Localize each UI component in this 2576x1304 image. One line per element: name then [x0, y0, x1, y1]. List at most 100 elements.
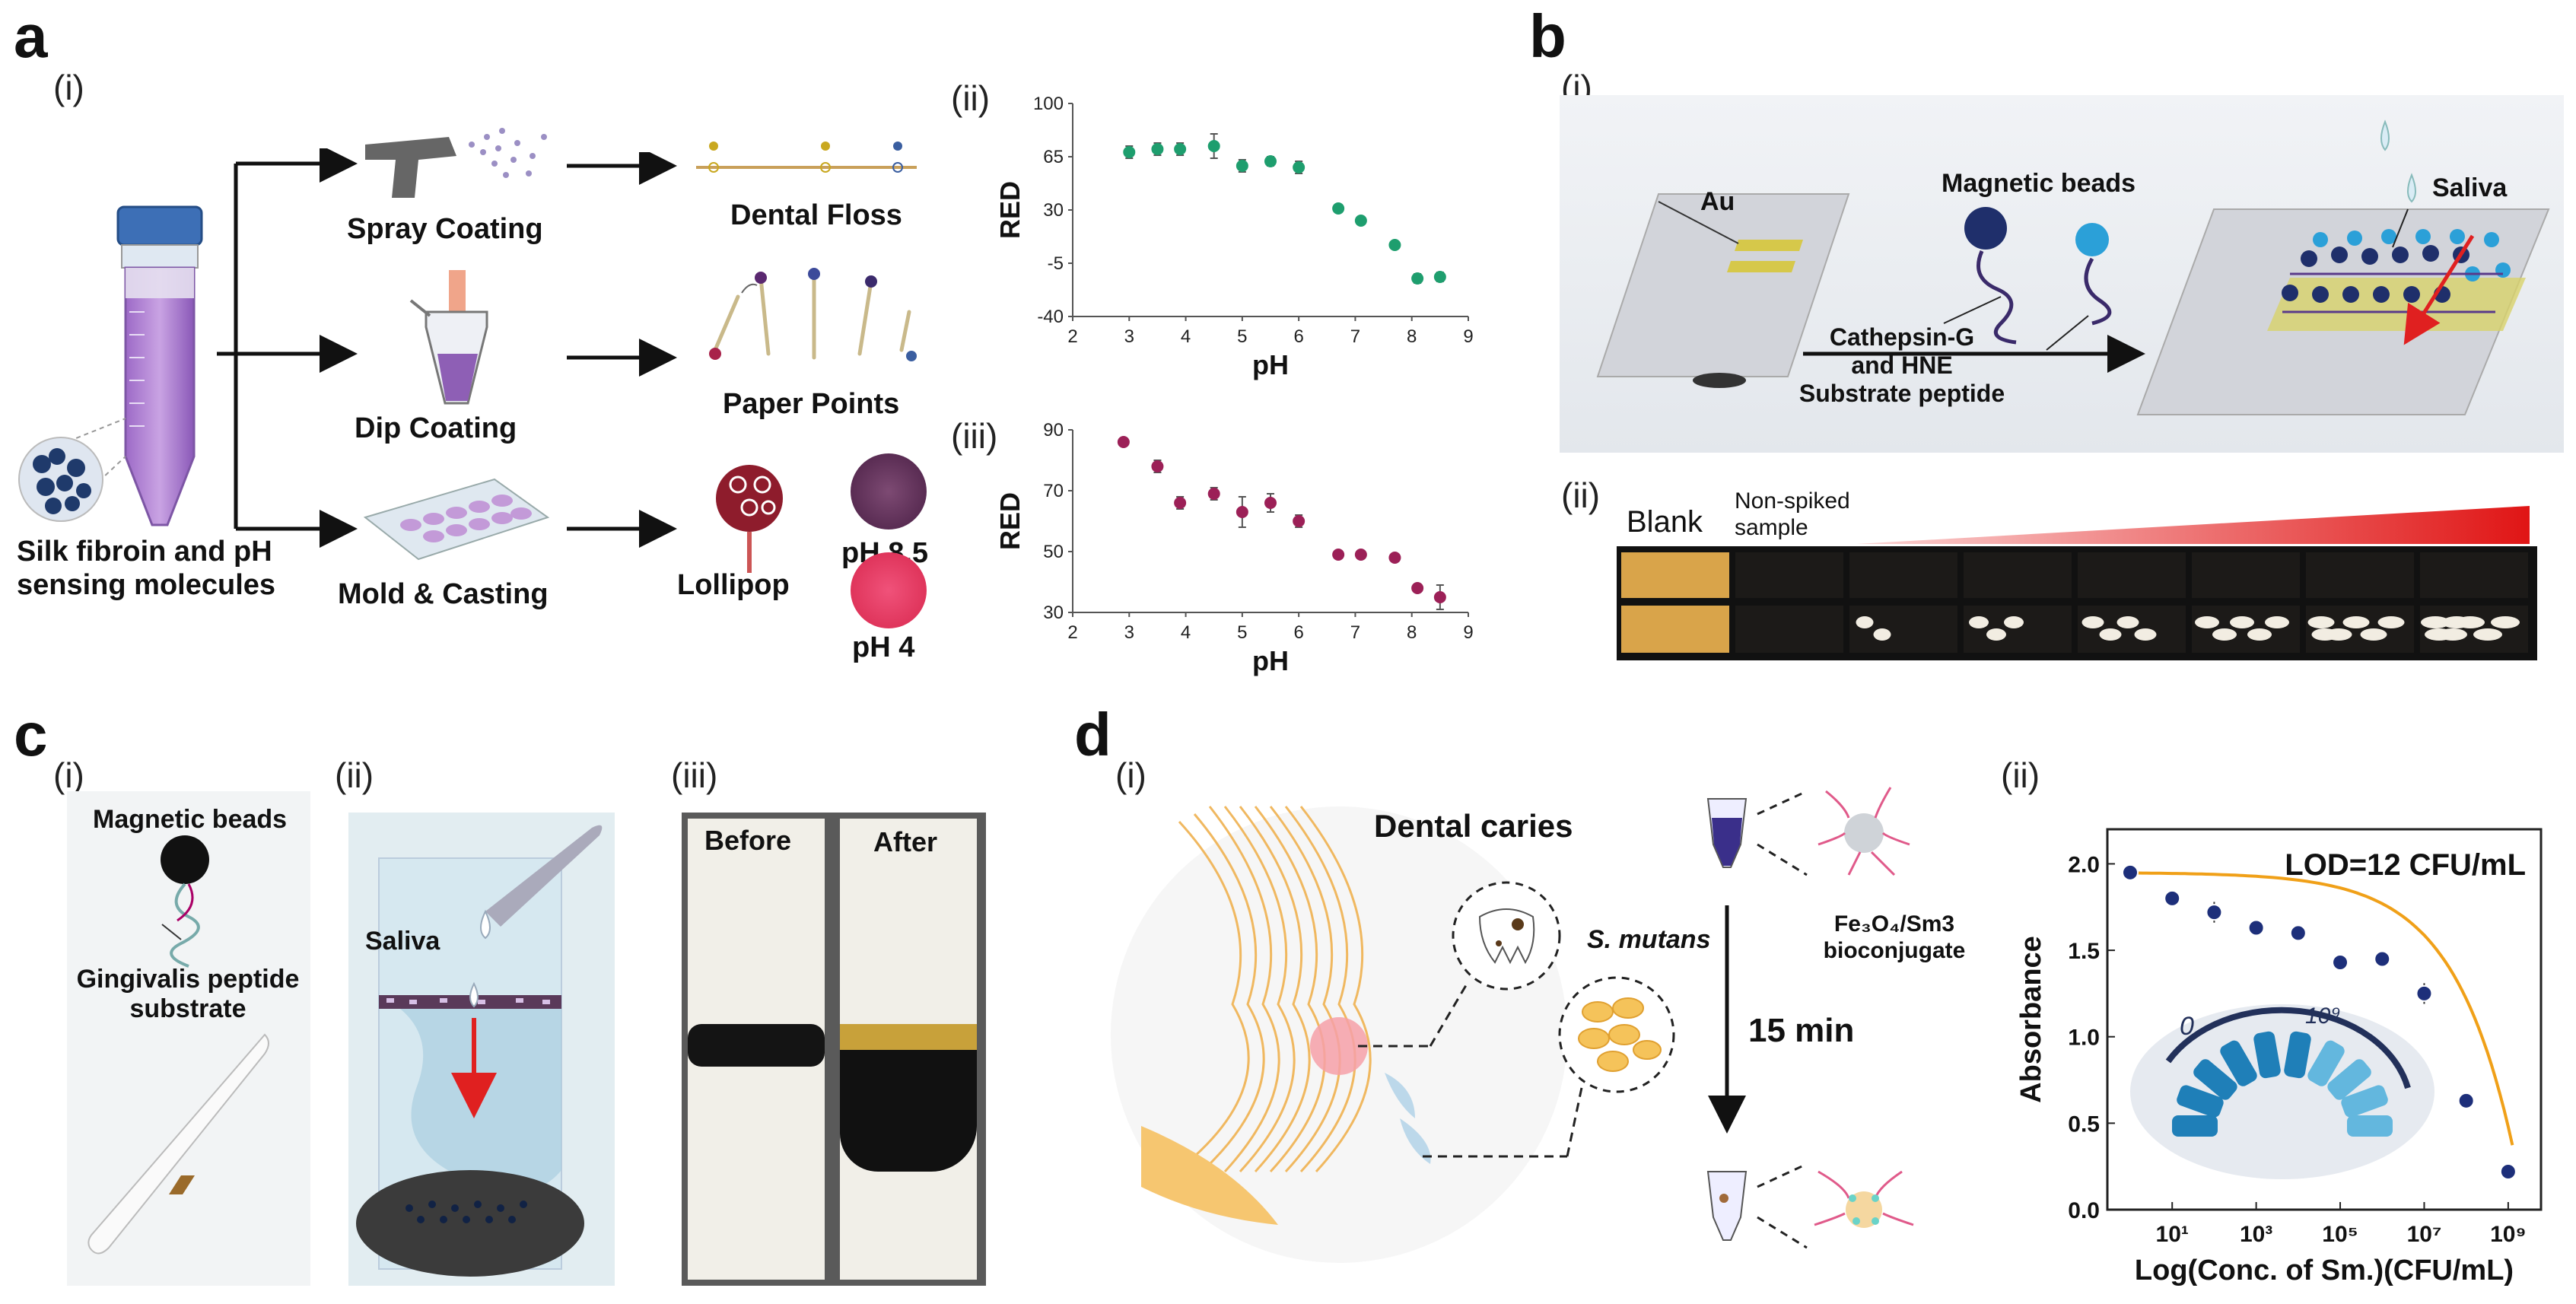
- x-tick-label: 2: [1067, 326, 1077, 347]
- lollipop-icon: [716, 465, 783, 573]
- y-tick-label: 70: [1043, 481, 1064, 501]
- data-point: [1293, 515, 1305, 527]
- x-tick-label: 10⁷: [2407, 1222, 2442, 1247]
- blank-label: Blank: [1627, 505, 1703, 539]
- method-spray: Spray Coating: [347, 213, 543, 245]
- method-dip: Dip Coating: [355, 412, 517, 444]
- au-label: Au: [1700, 187, 1735, 216]
- y-tick-label: 90: [1043, 420, 1064, 440]
- data-point: [1411, 272, 1424, 285]
- data-point: [1293, 161, 1305, 173]
- x-tick-label: 7: [1350, 326, 1360, 347]
- data-point: [1354, 549, 1367, 561]
- data-point: [1433, 271, 1446, 283]
- strip-bright-spot: [2442, 616, 2471, 628]
- before-strip: [688, 819, 825, 1280]
- y-tick-label: 30: [1043, 603, 1064, 623]
- panel-a-ii-label: (ii): [951, 78, 991, 118]
- strip-cell-top: [1849, 552, 1957, 598]
- product-arrows: [567, 152, 677, 548]
- x-tick-label: 7: [1350, 622, 1360, 643]
- data-point: [2247, 919, 2265, 937]
- panel-a-iii-label: (iii): [951, 416, 998, 456]
- data-point: [2332, 954, 2349, 971]
- ph-4-swatch: [851, 552, 927, 628]
- inset-tube: [2172, 1115, 2218, 1137]
- x-tick-label: 8: [1407, 326, 1417, 347]
- x-tick-label: 10³: [2240, 1222, 2272, 1247]
- data-point: [1207, 488, 1220, 500]
- x-tick-label: 10⁵: [2322, 1222, 2358, 1247]
- y-tick-label: 50: [1043, 542, 1064, 562]
- strip-bright-spot: [2247, 628, 2272, 641]
- dental-caries-label: Dental caries: [1374, 808, 1573, 844]
- panel-c-ii-illustration: [356, 825, 603, 1277]
- strip-bright-spot: [1873, 628, 1891, 641]
- after-label: After: [873, 826, 938, 857]
- strip-bright-spot: [2342, 616, 2370, 628]
- data-point: [1236, 506, 1248, 518]
- x-axis-title: Log(Conc. of Sm.)(CFU/mL): [2135, 1255, 2514, 1287]
- y-tick-label: 1.5: [2068, 939, 2100, 964]
- strip-cell-top: [1735, 552, 1843, 598]
- x-tick-label: 4: [1181, 622, 1191, 643]
- data-point: [1332, 202, 1345, 215]
- strip-bright-spot: [2195, 616, 2219, 628]
- strip-cell-bottom: [1964, 606, 2072, 653]
- y-axis-title: RED: [994, 181, 1026, 239]
- data-point: [1236, 160, 1248, 172]
- inset-tube: [2347, 1115, 2393, 1137]
- inset-tube: [2307, 1040, 2345, 1086]
- product-floss: Dental Floss: [730, 199, 902, 231]
- y-tick-label: 100: [1033, 94, 1064, 114]
- x-tick-label: 9: [1463, 622, 1473, 643]
- panel-c-iii-label: (iii): [671, 755, 718, 795]
- inset-tube: [2220, 1040, 2257, 1086]
- data-point: [2374, 950, 2391, 968]
- lod-label: LOD=12 CFU/mL: [2285, 848, 2526, 882]
- strip-cell-top: [1621, 552, 1729, 598]
- panel-d-i-illustration: [1111, 787, 1914, 1263]
- panel-b-ii-label: (ii): [1561, 475, 1601, 515]
- product-lollipop: Lollipop: [677, 569, 790, 601]
- data-point: [1332, 549, 1345, 561]
- x-tick-label: 9: [1463, 326, 1473, 347]
- bioconjugate-line1: Fe₃O₄/Sm3: [1833, 911, 1955, 937]
- data-point: [2415, 984, 2433, 1002]
- ph-4-label: pH 4: [852, 631, 915, 663]
- x-tick-label: 3: [1124, 622, 1134, 643]
- panel-a-letter: a: [14, 2, 48, 70]
- inset-end-label: 10⁹: [2305, 1003, 2341, 1029]
- inset-tube: [2327, 1059, 2371, 1100]
- panel-b-i-illustration: [1596, 119, 2550, 415]
- strip-cell-top: [2420, 552, 2528, 598]
- inset-tube: [2177, 1085, 2224, 1118]
- strip-bright-spot: [2004, 616, 2024, 628]
- strip-bright-spot: [2425, 628, 2454, 641]
- magnetic-beads-label-c: Magnetic beads: [93, 805, 288, 834]
- after-strip: [840, 819, 977, 1280]
- x-axis-title: pH: [1252, 349, 1289, 380]
- inset-tube: [2253, 1031, 2281, 1079]
- strip-bright-spot: [2377, 616, 2405, 628]
- strip-bright-spot: [1986, 628, 2006, 641]
- data-point: [1411, 582, 1424, 594]
- data-point: [1174, 497, 1187, 509]
- data-point: [1117, 436, 1130, 448]
- y-tick-label: 0.0: [2068, 1198, 2100, 1223]
- x-tick-label: 10¹: [2156, 1222, 2189, 1247]
- data-point: [1354, 215, 1367, 227]
- data-point: [1151, 143, 1164, 155]
- after-gold-band: [840, 1024, 977, 1050]
- strip-bright-spot: [2116, 616, 2139, 628]
- data-point: [2289, 924, 2307, 942]
- panel-c-i-label: (i): [53, 755, 84, 795]
- strip-bright-spot: [2311, 628, 2339, 641]
- bioconjugate-line2: bioconjugate: [1823, 937, 1966, 963]
- silk-fibroin-text: Silk fibroin and pH sensing molecules: [17, 536, 276, 601]
- before-band: [688, 1024, 825, 1067]
- y-tick-label: 30: [1043, 200, 1064, 221]
- panel-d-letter: d: [1074, 701, 1111, 768]
